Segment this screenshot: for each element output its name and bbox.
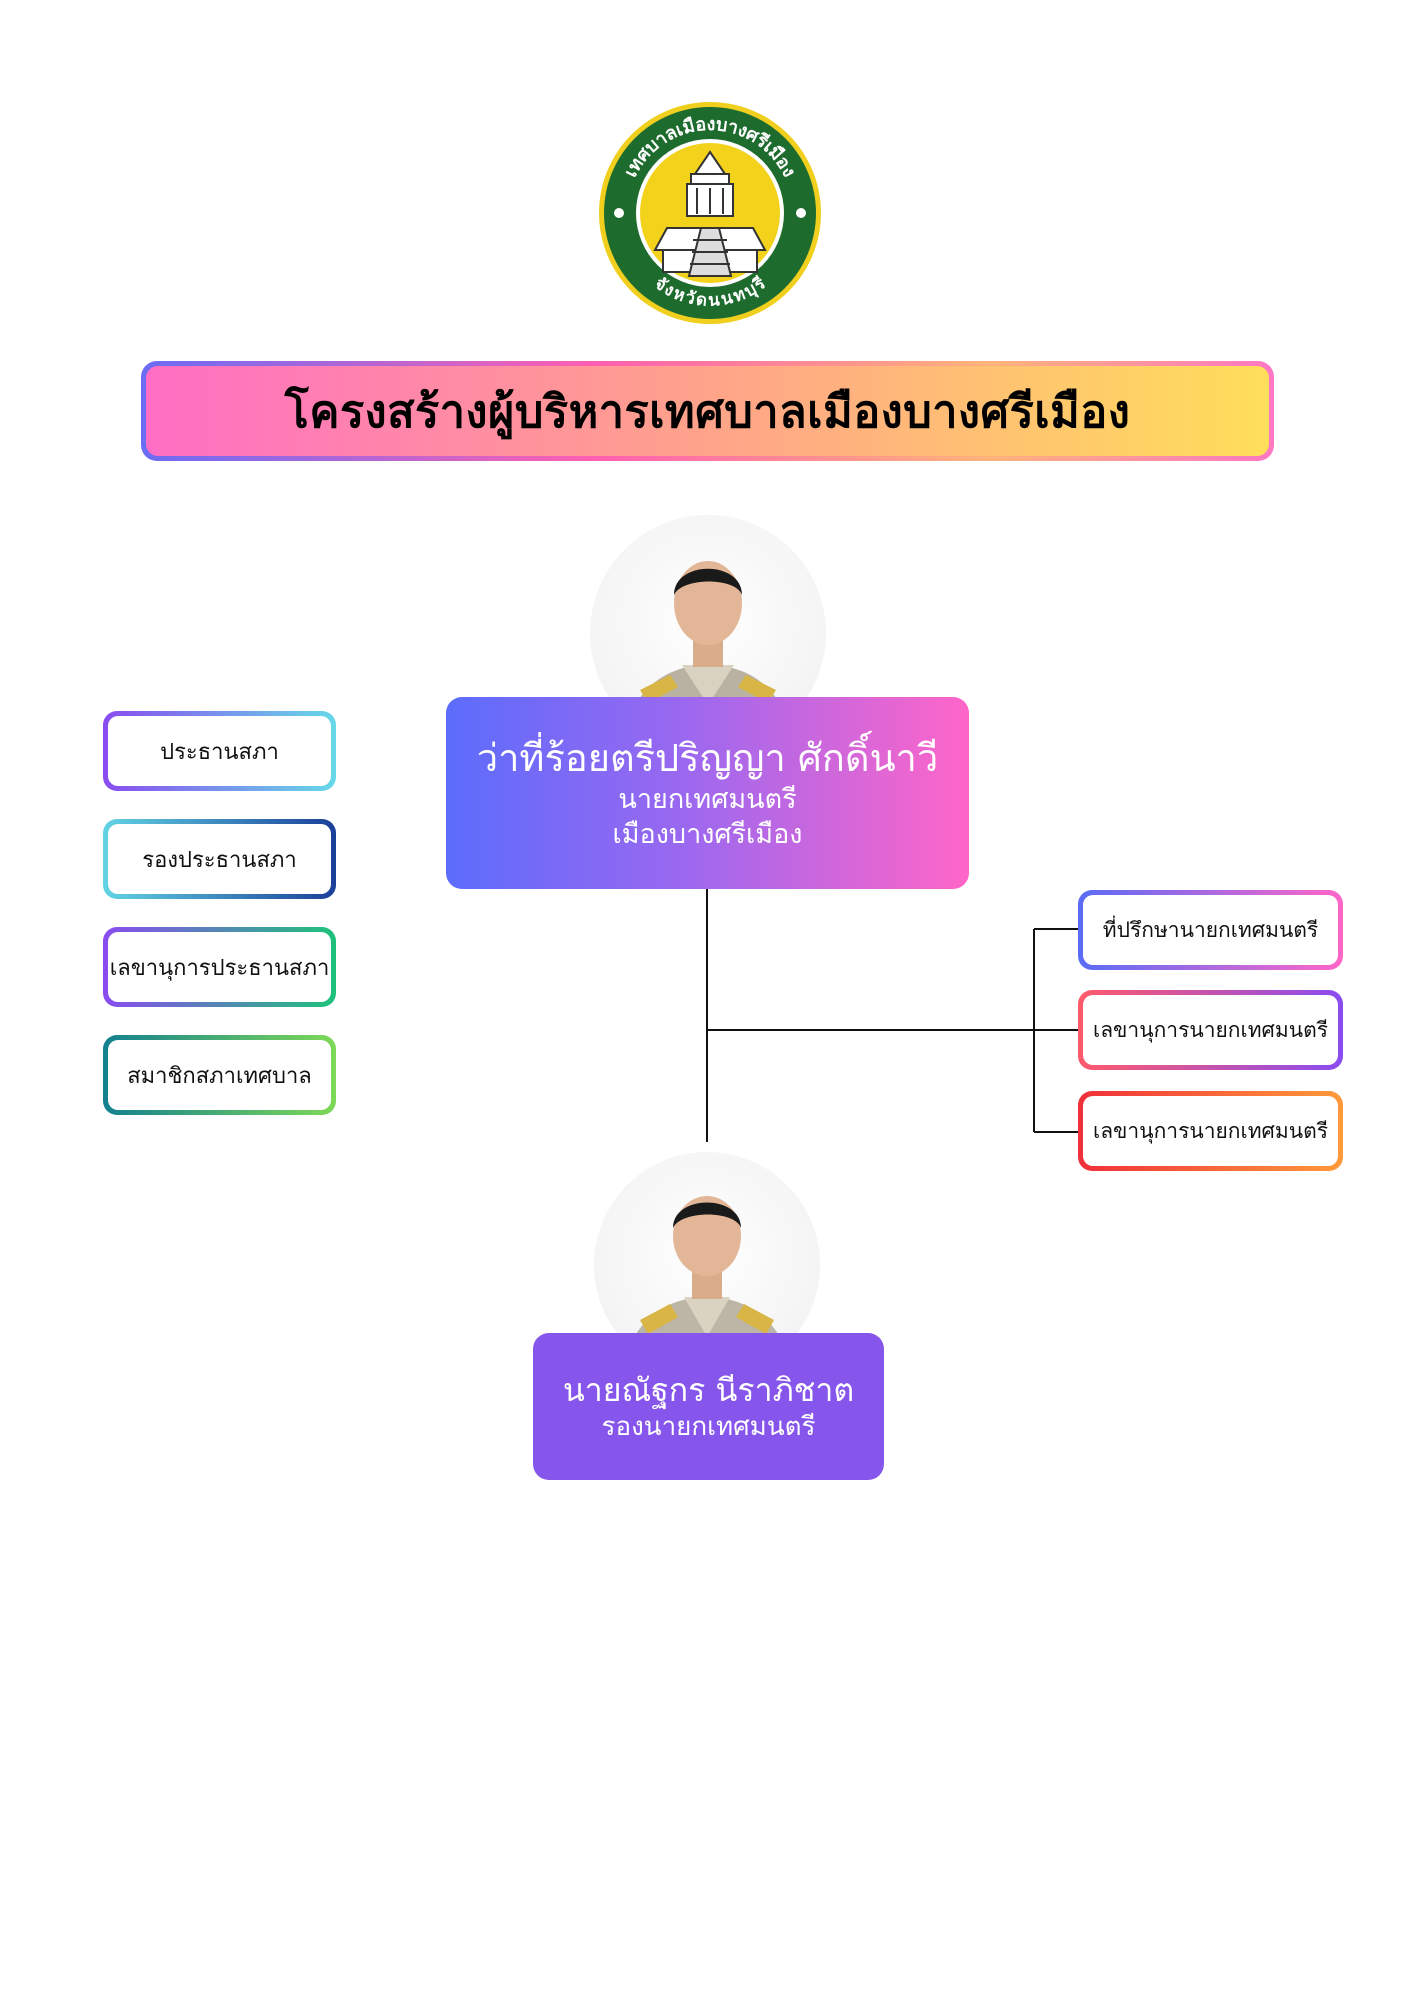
- mayor-name: ว่าที่ร้อยตรีปริญญา ศักดิ์นาวี: [476, 736, 939, 780]
- council-box-vice-chairman: รองประธานสภา: [103, 819, 336, 899]
- staff-box-secretary-2: เลขานุการนายกเทศมนตรี: [1078, 1091, 1343, 1171]
- page-title: โครงสร้างผู้บริหารเทศบาลเมืองบางศรีเมือง: [284, 385, 1131, 438]
- mayor-card: ว่าที่ร้อยตรีปริญญา ศักดิ์นาวี นายกเทศมน…: [446, 697, 969, 889]
- deputy-mayor-position: รองนายกเทศมนตรี: [601, 1411, 816, 1442]
- pagoda-emblem: [653, 150, 767, 277]
- staff-box-advisor: ที่ปรึกษานายกเทศมนตรี: [1078, 890, 1343, 970]
- mayor-position-line1: นายกเทศมนตรี: [618, 784, 797, 815]
- council-label: ประธานสภา: [108, 716, 331, 786]
- council-label: รองประธานสภา: [108, 824, 331, 894]
- deputy-mayor-card: นายณัฐกร นีราภิชาต รองนายกเทศมนตรี: [533, 1333, 884, 1480]
- staff-label: เลขานุการนายกเทศมนตรี: [1083, 1096, 1338, 1166]
- staff-label: เลขานุการนายกเทศมนตรี: [1083, 995, 1338, 1065]
- staff-box-secretary-1: เลขานุการนายกเทศมนตรี: [1078, 990, 1343, 1070]
- council-box-secretary: เลขานุการประธานสภา: [103, 927, 336, 1007]
- deputy-mayor-name: นายณัฐกร นีราภิชาต: [562, 1370, 855, 1409]
- title-banner: โครงสร้างผู้บริหารเทศบาลเมืองบางศรีเมือง: [141, 361, 1274, 461]
- staff-label: ที่ปรึกษานายกเทศมนตรี: [1083, 895, 1338, 965]
- council-label: สมาชิกสภาเทศบาล: [108, 1040, 331, 1110]
- municipality-logo: เทศบาลเมืองบางศรีเมือง จังหวัดนนทบุรี: [599, 102, 821, 324]
- council-box-members: สมาชิกสภาเทศบาล: [103, 1035, 336, 1115]
- council-box-chairman: ประธานสภา: [103, 711, 336, 791]
- mayor-position-line2: เมืองบางศรีเมือง: [612, 819, 803, 850]
- council-label: เลขานุการประธานสภา: [108, 932, 331, 1002]
